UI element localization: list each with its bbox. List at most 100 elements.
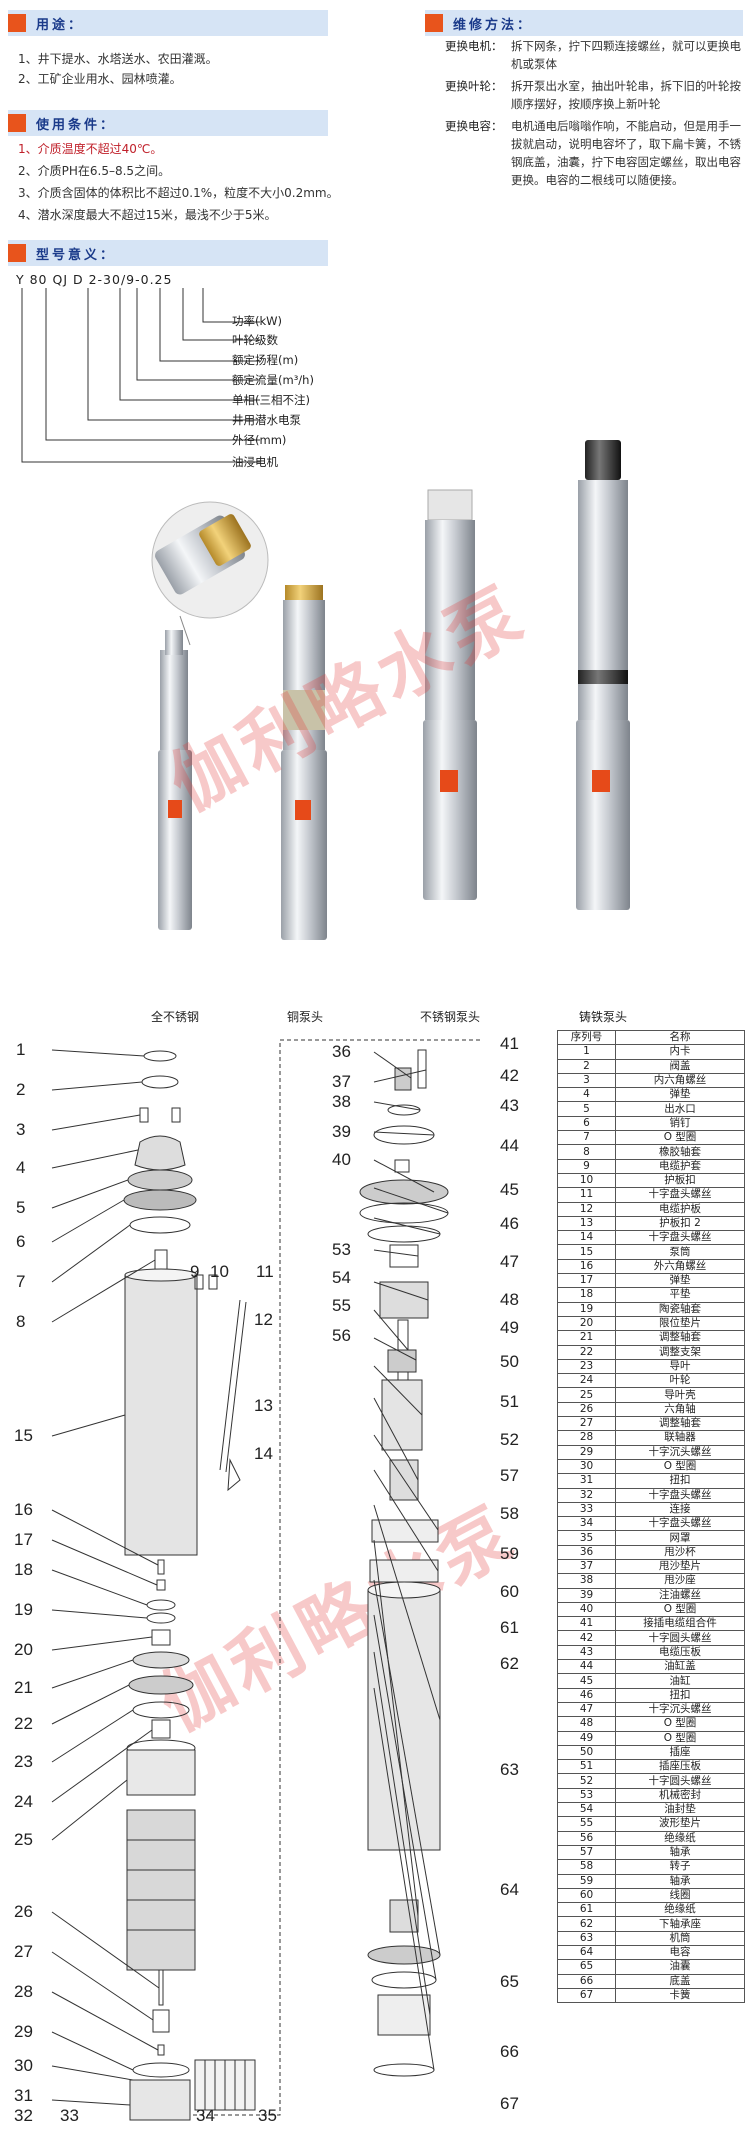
- part-name: 油缸盖: [615, 1659, 745, 1675]
- maintenance-key: 更换电机：: [445, 39, 503, 53]
- part-name: 接插电缆组合件: [615, 1616, 745, 1632]
- part-name: O 型圈: [615, 1601, 745, 1618]
- part-index: 17: [557, 1273, 616, 1289]
- part-index: 46: [557, 1687, 616, 1703]
- callout-10: 10: [210, 1262, 229, 1281]
- maintenance-row: 更换电机： 拆下网条，拧下四颗连接螺丝，就可以更换电机或泵体: [445, 37, 745, 73]
- callout-34: 34: [196, 2106, 215, 2125]
- model-label-diameter: 外径(mm): [232, 433, 287, 447]
- part-name: 十字圆头螺丝: [615, 1630, 745, 1646]
- pump-stainless-head: [423, 489, 477, 900]
- part-name: 油囊: [615, 1959, 745, 1975]
- part-index: 23: [557, 1358, 616, 1375]
- callout-2: 2: [16, 1080, 26, 1099]
- part-index: 34: [557, 1516, 616, 1532]
- part-name: 十字圆头螺丝: [615, 1773, 745, 1789]
- callout-59: 59: [500, 1544, 519, 1563]
- part-index: 33: [557, 1501, 616, 1518]
- part-name: 绝缘纸: [615, 1902, 745, 1918]
- part-index: 55: [557, 1816, 616, 1832]
- part-name: 机筒: [615, 1930, 745, 1947]
- callout-53: 53: [332, 1240, 351, 1259]
- part-name: 十字沉头螺丝: [615, 1444, 745, 1460]
- pump-caption-stainless-head: 不锈钢泵头: [419, 1010, 480, 1024]
- part-index: 2: [557, 1058, 616, 1074]
- callout-55: 55: [332, 1296, 351, 1315]
- part-index: 44: [557, 1659, 616, 1675]
- callout-9: 9: [190, 1262, 200, 1281]
- part-name: 机械密封: [615, 1787, 745, 1804]
- callout-25: 25: [14, 1830, 33, 1849]
- callout-13: 13: [254, 1396, 273, 1415]
- usage-header: 用途：: [8, 10, 328, 36]
- part-name: O 型圈: [615, 1130, 745, 1146]
- part-index: 26: [557, 1401, 616, 1418]
- maintenance-key: 更换叶轮：: [445, 79, 503, 93]
- maintenance-list: 更换电机： 拆下网条，拧下四颗连接螺丝，就可以更换电机或泵体 更换叶轮： 拆开泵…: [445, 37, 745, 193]
- part-name: 导叶壳: [615, 1387, 745, 1403]
- part-name: 扭扣: [615, 1687, 745, 1703]
- conditions-title: 使用条件：: [36, 117, 117, 133]
- part-index: 9: [557, 1158, 616, 1174]
- exploded-diagram: [51, 1039, 480, 2121]
- part-index: 16: [557, 1258, 616, 1275]
- part-index: 43: [557, 1644, 616, 1661]
- model-label-type: 井用潜水电泵: [232, 413, 301, 427]
- callout-36: 36: [332, 1042, 351, 1061]
- part-name: 底盖: [615, 1973, 745, 1989]
- part-name: 电缆护板: [615, 1201, 745, 1217]
- part-index: 36: [557, 1544, 616, 1560]
- part-index: 40: [557, 1601, 616, 1618]
- part-name: 绝缘纸: [615, 1830, 745, 1846]
- condition-item: 1、介质温度不超过40℃。: [18, 142, 163, 156]
- part-name: 连接: [615, 1501, 745, 1518]
- part-name: O 型圈: [615, 1730, 745, 1746]
- part-name: 网罩: [615, 1530, 745, 1546]
- part-name: 十字盘头螺丝: [615, 1230, 745, 1246]
- callout-5: 5: [16, 1198, 26, 1217]
- callout-24: 24: [14, 1792, 33, 1811]
- usage-item: 1、井下提水、水塔送水、农田灌溉。: [18, 52, 218, 66]
- part-name: 轴承: [615, 1873, 745, 1889]
- callout-30: 30: [14, 2056, 33, 2075]
- part-name: 叶轮: [615, 1373, 745, 1389]
- part-name: 甩沙杯: [615, 1544, 745, 1560]
- part-name: 护板扣 2: [615, 1215, 745, 1232]
- part-index: 37: [557, 1558, 616, 1575]
- part-name: 调整轴套: [615, 1330, 745, 1346]
- callout-4: 4: [16, 1158, 26, 1177]
- callout-32: 32: [14, 2106, 33, 2125]
- maintenance-value: 拆下网条，拧下四颗连接螺丝，就可以更换电机或泵体: [511, 39, 741, 71]
- section-marker-icon: [8, 244, 26, 262]
- part-index: 59: [557, 1873, 616, 1889]
- part-index: 30: [557, 1458, 616, 1475]
- part-index: 35: [557, 1530, 616, 1546]
- maintenance-key: 更换电容：: [445, 119, 503, 133]
- part-name: 调整支架: [615, 1344, 745, 1360]
- callout-21: 21: [14, 1678, 33, 1697]
- part-index: 64: [557, 1944, 616, 1961]
- callout-49: 49: [500, 1318, 519, 1337]
- maintenance-row: 更换电容： 电机通电后嗡嗡作响，不能启动，但是用手一拔就启动，说明电容坏了，取下…: [445, 117, 745, 189]
